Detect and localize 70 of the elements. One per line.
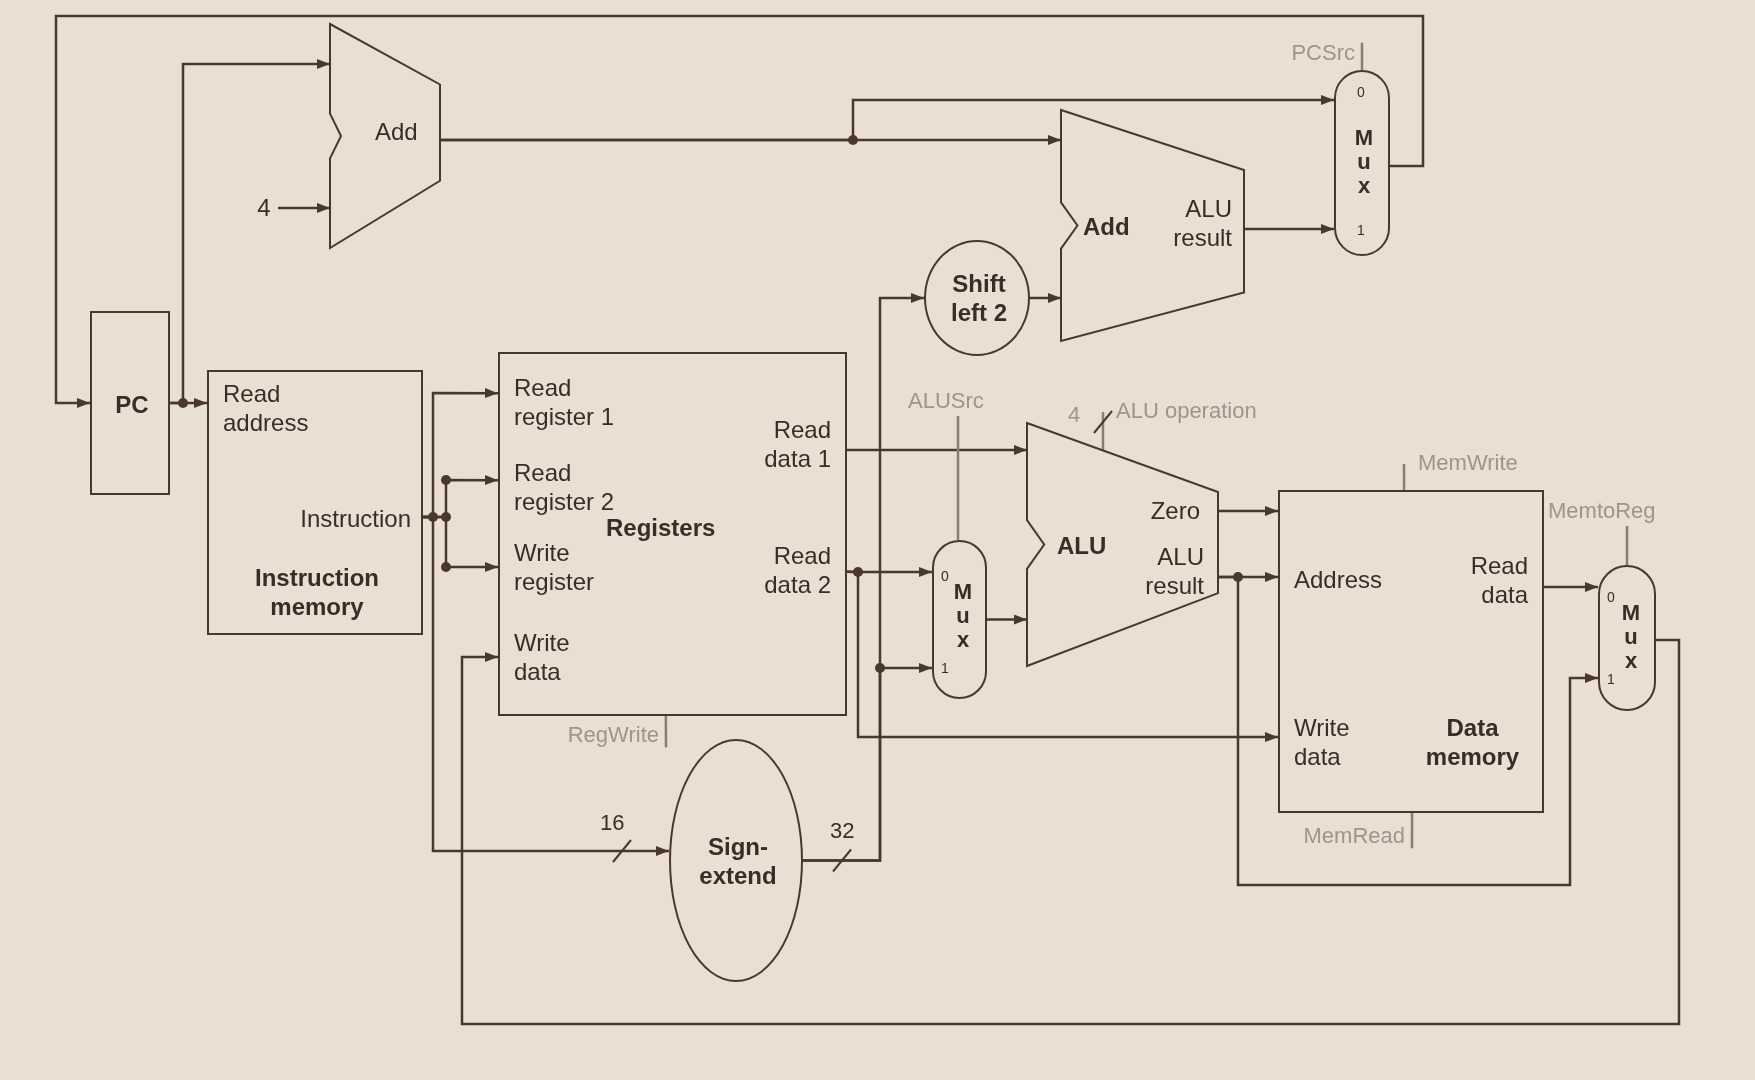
adder-shape xyxy=(330,24,440,248)
port-label: Instruction xyxy=(300,505,411,534)
port-label: Zero xyxy=(1150,497,1200,526)
control-signal-label: ALUSrc xyxy=(908,388,1008,416)
control-signal-label: ALU operation xyxy=(1103,398,1283,426)
unit-title: Sign-extend xyxy=(698,833,778,891)
arrow xyxy=(278,202,330,213)
bus-width-label: 32 xyxy=(830,818,855,844)
input-number: 0 xyxy=(1357,84,1365,101)
input-number: 0 xyxy=(941,568,949,585)
port-label: ALU result xyxy=(1172,195,1232,253)
control-signal-label: MemRead xyxy=(1252,823,1412,851)
arrow xyxy=(1030,293,1061,303)
arrow xyxy=(1244,224,1334,234)
port-label: Write data xyxy=(1294,714,1351,772)
arrow xyxy=(847,570,1278,743)
unit-title: Data memory xyxy=(1424,714,1521,772)
arrow xyxy=(54,14,1425,408)
arrow xyxy=(847,444,1027,455)
arrow xyxy=(1218,575,1598,887)
unit-title: PC xyxy=(114,391,150,420)
input-number: 0 xyxy=(1607,589,1615,606)
port-label: Read register 1 xyxy=(514,374,616,432)
unit-title: Mux xyxy=(1353,126,1375,199)
arrow xyxy=(1218,506,1278,516)
arrow xyxy=(460,638,1681,1026)
adder-shape xyxy=(1061,110,1244,341)
arrow xyxy=(803,663,932,862)
unit-title: Shift left 2 xyxy=(950,270,1008,328)
bus-width-label: 4 xyxy=(1068,402,1081,428)
port-label: Write data xyxy=(514,629,571,687)
port-label: Read address xyxy=(223,380,310,438)
shift-unit-ellipse xyxy=(924,240,1030,356)
multiplexer-shape xyxy=(1334,70,1390,256)
port-label: Read data 2 xyxy=(763,542,831,600)
register-file-box xyxy=(498,352,847,716)
control-signal-label: MemtoReg xyxy=(1548,498,1706,526)
control-signal-label: RegWrite xyxy=(518,722,666,750)
multiplexer-shape xyxy=(1598,565,1656,711)
control-signal-label: MemWrite xyxy=(1404,450,1534,478)
unit-title: Add xyxy=(375,118,418,147)
port-label: Read register 2 xyxy=(514,459,616,517)
unit-title: Add xyxy=(1083,213,1130,242)
arrow xyxy=(987,614,1027,625)
bus-width-label: 16 xyxy=(600,810,625,836)
arrow xyxy=(423,515,669,856)
unit-title: ALU xyxy=(1057,532,1107,561)
arrow xyxy=(170,59,330,405)
input-number: 1 xyxy=(1357,222,1365,239)
data-memory-box xyxy=(1278,490,1544,813)
input-number: 1 xyxy=(1607,671,1615,688)
unit-title: Mux xyxy=(1620,601,1642,674)
alu-shape xyxy=(1027,423,1218,666)
port-label: Write register xyxy=(514,539,596,597)
unit-title: Instruction memory xyxy=(254,564,380,622)
arrow xyxy=(440,94,1334,142)
sign-extend-ellipse xyxy=(669,739,803,982)
arrow xyxy=(1544,582,1598,592)
input-number: 1 xyxy=(941,660,949,677)
pc-register-box xyxy=(90,311,170,495)
instruction-memory-box xyxy=(207,370,423,635)
port-label: Read data 1 xyxy=(763,416,831,474)
port-label: ALU result xyxy=(1144,543,1204,601)
unit-title: Registers xyxy=(606,514,716,543)
port-label: Read data xyxy=(1469,552,1528,610)
multiplexer-shape xyxy=(932,540,987,699)
unit-title: Mux xyxy=(952,580,974,653)
constant-value: 4 xyxy=(250,194,278,222)
control-signal-label: PCSrc xyxy=(1255,40,1362,68)
port-label: Address xyxy=(1294,566,1383,595)
